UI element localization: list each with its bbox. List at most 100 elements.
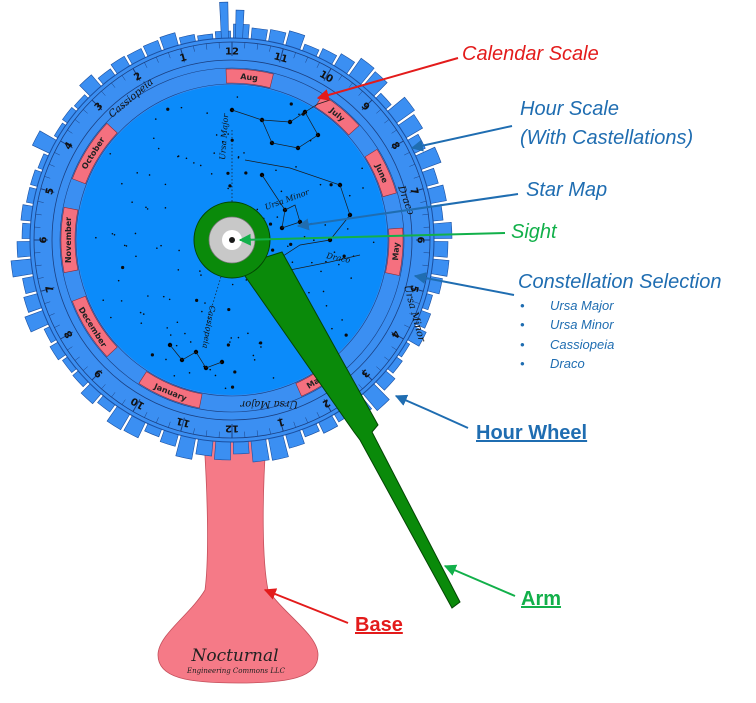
star xyxy=(117,279,120,282)
calendar-window xyxy=(60,207,79,273)
hour-number: 6 xyxy=(39,236,50,243)
hour-number: 8 xyxy=(388,140,401,152)
hour-number: 5 xyxy=(44,187,56,197)
hour-tick xyxy=(376,109,382,114)
hour-tick xyxy=(40,287,55,292)
hour-tick xyxy=(269,45,271,52)
star xyxy=(95,236,97,239)
label-hour-scale-line1: Hour Scale xyxy=(520,98,619,120)
hour-tick xyxy=(40,188,55,193)
star xyxy=(313,239,315,241)
star xyxy=(148,174,151,176)
calendar-window xyxy=(385,227,404,276)
castellation-tab xyxy=(235,9,245,43)
arrow-base xyxy=(263,588,349,624)
hour-number: 7 xyxy=(407,187,419,197)
hour-tick xyxy=(305,417,309,424)
star xyxy=(169,334,172,336)
star xyxy=(230,385,235,389)
star xyxy=(233,370,237,374)
cassiopeia-lines xyxy=(169,344,223,369)
star xyxy=(113,233,116,236)
hour-tick xyxy=(44,301,51,304)
star xyxy=(308,291,310,294)
draco-lines xyxy=(244,159,361,271)
star xyxy=(188,372,191,374)
hour-number: 6 xyxy=(415,237,426,244)
hour-number: 7 xyxy=(44,284,56,294)
hour-number: 4 xyxy=(63,140,76,152)
hour-tick xyxy=(144,412,148,418)
hour-tick xyxy=(111,392,116,398)
star xyxy=(236,96,239,98)
castellation-tab xyxy=(97,68,118,88)
star xyxy=(245,279,248,281)
star xyxy=(287,245,289,248)
star xyxy=(298,113,300,116)
star xyxy=(247,332,249,335)
hour-tick xyxy=(60,331,73,340)
hour-tick xyxy=(60,140,73,149)
star xyxy=(156,247,158,249)
castellation-tab xyxy=(250,434,270,463)
hour-tick xyxy=(316,412,320,418)
hour-tick xyxy=(293,421,296,428)
hour-tick xyxy=(269,428,271,435)
hour-tick xyxy=(422,213,429,216)
hour-tick xyxy=(422,264,429,267)
hour-tick xyxy=(48,163,55,167)
hour-number: 12 xyxy=(225,47,239,58)
hour-tick xyxy=(384,356,390,361)
star xyxy=(275,169,277,172)
star xyxy=(195,298,199,302)
star xyxy=(228,184,232,188)
star xyxy=(146,208,149,210)
hour-tick xyxy=(348,82,353,88)
star xyxy=(120,300,123,302)
calendar-window xyxy=(71,295,118,358)
hour-tick xyxy=(74,119,80,124)
hour-tick xyxy=(358,384,363,390)
star xyxy=(338,263,340,266)
star xyxy=(230,138,234,142)
hour-tick xyxy=(35,264,42,267)
star xyxy=(206,112,208,114)
star xyxy=(199,164,202,167)
star xyxy=(311,261,313,264)
star xyxy=(154,118,157,120)
star xyxy=(342,254,346,258)
hour-tick xyxy=(35,213,42,216)
brand-name: Nocturnal xyxy=(190,646,278,666)
list-item: Draco xyxy=(520,356,614,375)
star xyxy=(121,265,125,270)
hour-tick xyxy=(155,56,159,63)
hour-number: 11 xyxy=(273,51,289,65)
star xyxy=(162,295,165,298)
hour-tick xyxy=(413,176,420,179)
hour-number: 12 xyxy=(225,423,239,434)
calendar-window xyxy=(71,122,118,185)
star xyxy=(319,183,322,186)
star xyxy=(341,319,343,321)
star xyxy=(227,187,229,190)
sight-center xyxy=(229,237,235,243)
ursa-minor-lines xyxy=(261,174,301,229)
hour-tick xyxy=(305,56,309,63)
castellation-tab xyxy=(372,92,392,113)
star xyxy=(147,295,149,297)
star xyxy=(324,224,327,226)
hour-tick xyxy=(409,188,424,193)
star xyxy=(344,333,348,337)
star xyxy=(145,206,147,209)
star xyxy=(102,299,105,302)
star xyxy=(348,194,351,197)
hour-tick xyxy=(54,324,60,328)
hour-tick xyxy=(205,43,208,50)
star xyxy=(176,321,179,324)
star xyxy=(140,322,143,324)
hour-tick xyxy=(409,313,416,317)
star xyxy=(152,137,155,140)
hour-ticks xyxy=(34,42,430,438)
